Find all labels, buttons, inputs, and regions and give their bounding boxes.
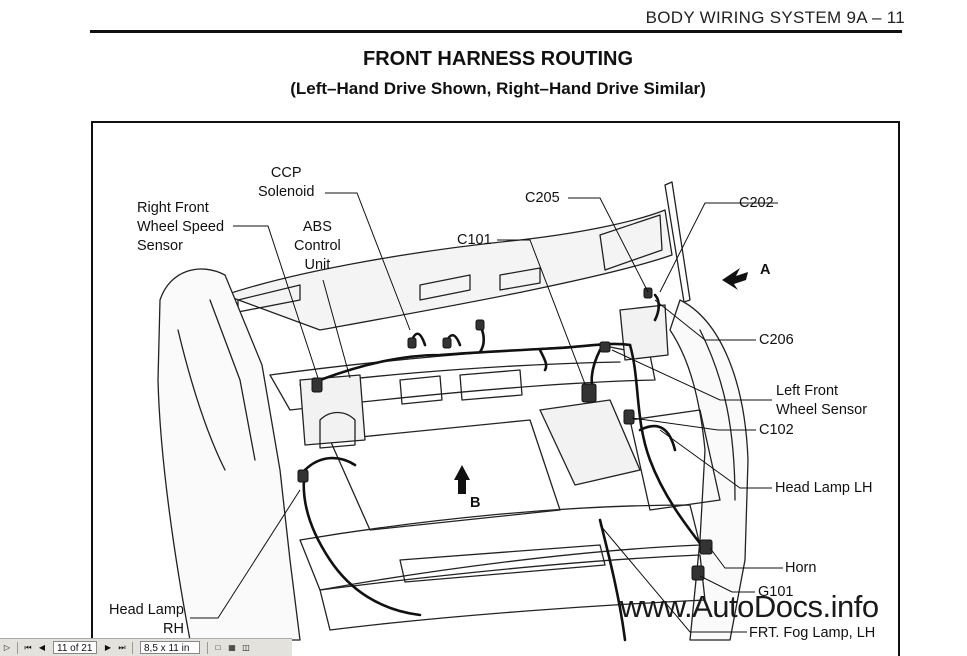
- label-rf-line1: Right Front: [137, 200, 209, 216]
- label-abs-line1: ABS: [302, 219, 332, 235]
- label-horn: Horn: [785, 560, 817, 576]
- figure-subtitle: (Left–Hand Drive Shown, Right–Hand Drive…: [290, 79, 706, 98]
- label-c101: C101: [457, 232, 492, 248]
- facing-pages-view-icon[interactable]: ◫: [242, 643, 250, 652]
- label-lf-line2: Wheel Sensor: [776, 402, 868, 418]
- label-abs-line2: Control: [294, 238, 341, 254]
- panel-toggle-icon[interactable]: ▷: [3, 643, 11, 652]
- label-head-lamp-rh-line1: Head Lamp: [109, 602, 184, 618]
- arrow-b-icon: [454, 465, 470, 494]
- page-header: BODY WIRING SYSTEM 9A – 11: [645, 8, 905, 27]
- pdf-navigation-toolbar: ▷ ⏮ ◀ 11 of 21 ▶ ⏭ 8,5 x 11 in □ ▦ ◫: [0, 638, 292, 656]
- figure-title: FRONT HARNESS ROUTING: [363, 48, 633, 70]
- previous-page-icon[interactable]: ◀: [38, 643, 46, 652]
- toolbar-divider: [132, 641, 133, 654]
- next-page-icon[interactable]: ▶: [104, 643, 112, 652]
- page-size-field: 8,5 x 11 in: [140, 641, 200, 654]
- label-rf-line2: Wheel Speed: [137, 219, 225, 235]
- label-frt-fog-lamp-lh: FRT. Fog Lamp, LH: [749, 625, 876, 641]
- toolbar-divider: [207, 641, 208, 654]
- label-lf-line1: Left Front: [776, 383, 839, 399]
- last-page-icon[interactable]: ⏭: [118, 642, 126, 652]
- label-c102: C102: [759, 422, 794, 438]
- label-arrow-b: B: [470, 495, 481, 511]
- label-ccp-solenoid: CCP Solenoid: [258, 164, 314, 202]
- label-g101: G101: [758, 584, 794, 600]
- continuous-view-icon[interactable]: ▦: [228, 643, 236, 652]
- toolbar-divider: [17, 641, 18, 654]
- label-head-lamp-rh: Head Lamp RH: [102, 601, 184, 639]
- label-abs-control-unit: ABS Control Unit: [294, 218, 341, 275]
- arrow-a-icon: [722, 268, 748, 290]
- label-arrow-a: A: [760, 262, 771, 278]
- watermark-text: www.AutoDocs.info: [620, 589, 879, 624]
- label-c206: C206: [759, 332, 794, 348]
- label-head-lamp-lh: Head Lamp LH: [775, 480, 873, 496]
- single-page-view-icon[interactable]: □: [215, 643, 221, 652]
- label-c202: C202: [739, 195, 774, 211]
- figure-frame: [91, 121, 900, 656]
- label-c205: C205: [525, 190, 560, 206]
- label-rf-line3: Sensor: [137, 238, 183, 254]
- first-page-icon[interactable]: ⏮: [24, 642, 32, 652]
- header-rule: [90, 30, 902, 33]
- label-left-front-wheel-sensor: Left Front Wheel Sensor: [776, 382, 867, 420]
- label-right-front-wheel-speed-sensor: Right Front Wheel Speed Sensor: [137, 199, 224, 256]
- label-ccp-solenoid-line1: CCP: [270, 165, 302, 181]
- label-abs-line3: Unit: [304, 257, 331, 273]
- label-ccp-solenoid-line2: Solenoid: [258, 184, 315, 200]
- label-head-lamp-rh-line2: RH: [163, 621, 184, 637]
- page-number-field[interactable]: 11 of 21: [53, 641, 97, 654]
